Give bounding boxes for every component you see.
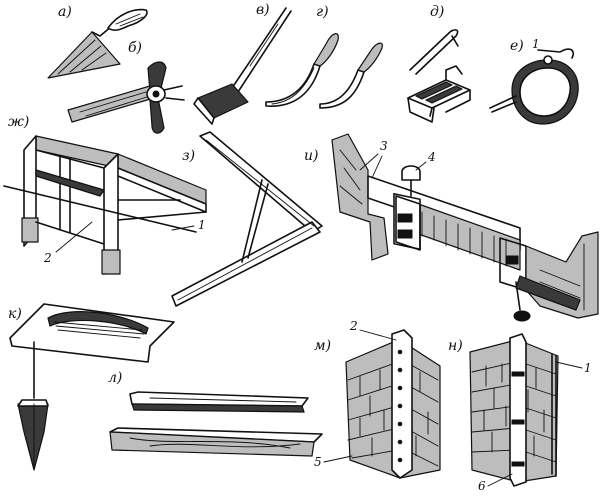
callout-m2-leader <box>359 329 397 341</box>
plumb-bob-icon <box>9 303 175 471</box>
callout-m5-leader <box>323 455 353 463</box>
shovel-icon <box>193 7 292 125</box>
label-b: б) <box>128 40 142 56</box>
callout-i3: 3 <box>380 139 388 153</box>
callout-i3-leader-a <box>359 153 379 171</box>
mason-frame-icon <box>3 135 207 275</box>
label-d: д) <box>430 4 444 20</box>
callout-n6: 6 <box>478 479 486 493</box>
label-m: м) <box>314 338 331 354</box>
trowel-icon <box>47 8 148 79</box>
callout-i3-leader-b <box>371 155 383 179</box>
label-k: к) <box>8 306 22 322</box>
callout-zh1: 1 <box>198 218 206 232</box>
callout-e1: 1 <box>532 37 540 51</box>
callout-m5: 5 <box>314 455 322 469</box>
pier-brickwork-icon <box>469 333 559 487</box>
straight-edge-icon <box>109 391 323 457</box>
label-v: в) <box>256 2 270 18</box>
label-n: н) <box>448 338 463 354</box>
callout-i4: 4 <box>427 150 436 164</box>
jointer-hook-icon <box>265 33 383 109</box>
label-g: г) <box>316 4 329 20</box>
tape-measure-icon <box>489 48 579 125</box>
label-i: и) <box>304 148 318 164</box>
corner-brickwork-icon <box>345 329 441 479</box>
label-l: л) <box>108 370 122 386</box>
callout-i4-leader <box>415 161 427 171</box>
adjustable-template-icon <box>331 133 599 322</box>
callout-n1-leader <box>555 361 583 369</box>
callout-zh2: 2 <box>43 251 52 265</box>
label-zh: ж) <box>8 114 29 130</box>
callout-m2: 2 <box>349 319 358 333</box>
callout-n6-leader <box>487 473 513 487</box>
jointing-frame-icon <box>407 29 471 123</box>
label-a: а) <box>58 4 72 20</box>
label-e: е) <box>510 38 524 54</box>
callout-n1: 1 <box>584 361 592 375</box>
mortar-paddle-icon <box>67 61 185 134</box>
label-z: з) <box>182 148 195 164</box>
builders-square-icon <box>171 131 323 307</box>
